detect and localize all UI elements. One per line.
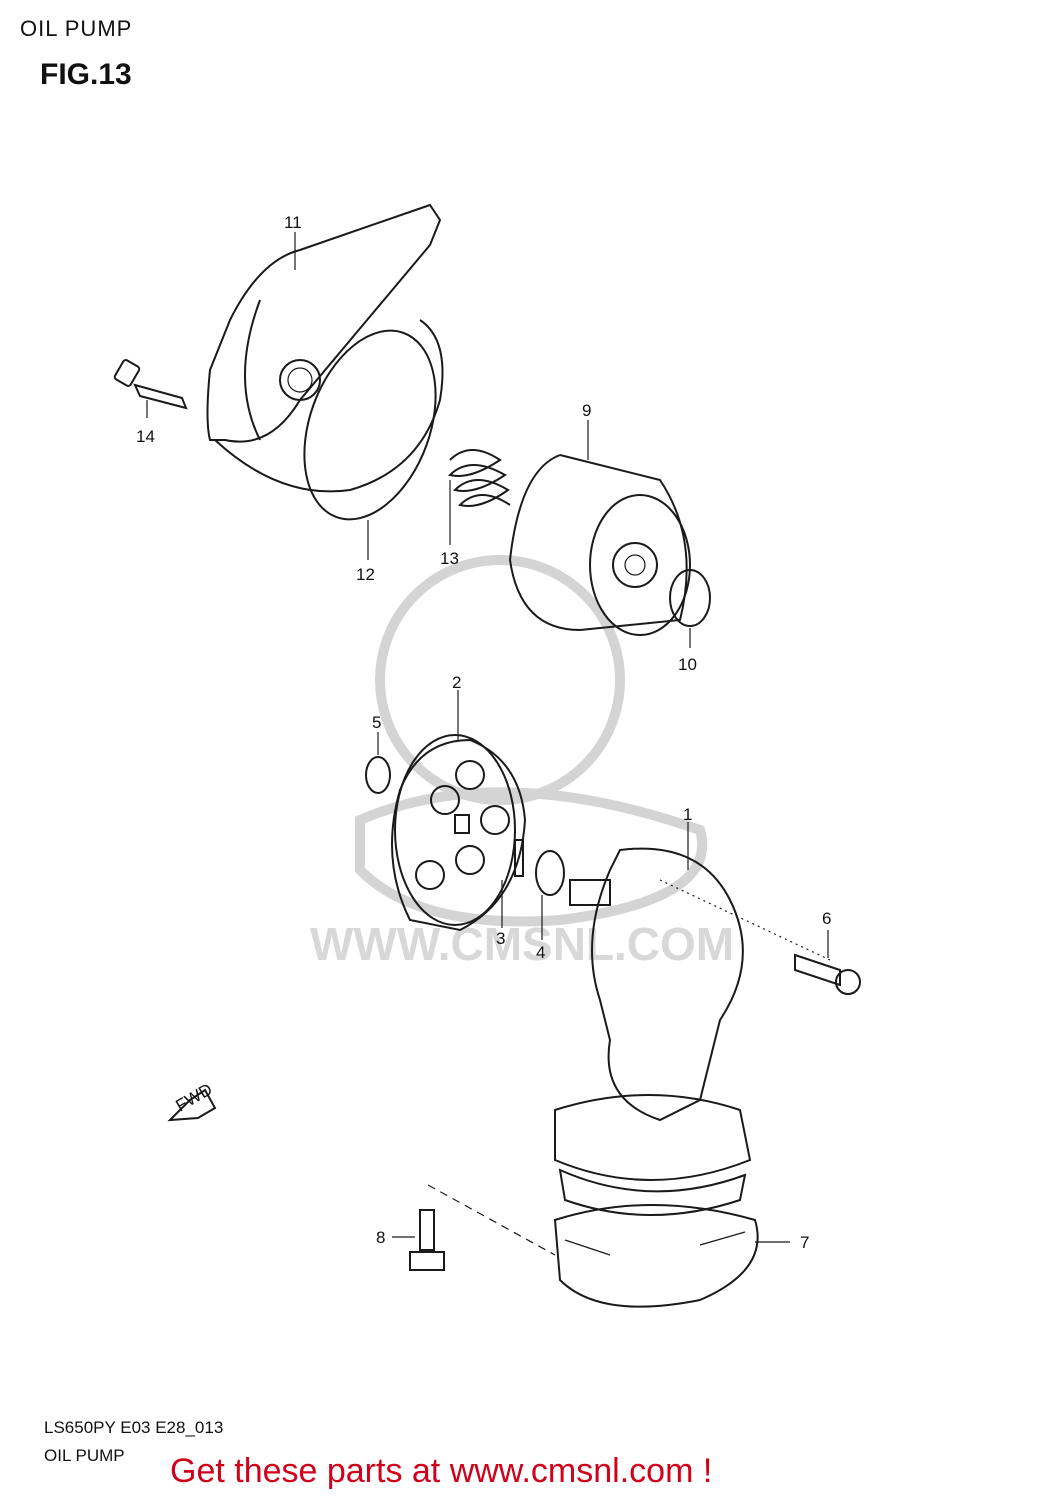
callout-9: 9 xyxy=(582,401,591,420)
part-6-bolt xyxy=(794,953,861,995)
part-9-oil-filter xyxy=(508,454,691,636)
part-14-bolt xyxy=(113,359,188,410)
callout-1: 1 xyxy=(683,805,692,824)
part-11-cover xyxy=(206,203,444,493)
figure-number: FIG.13 xyxy=(40,58,132,91)
callout-11: 11 xyxy=(284,213,302,232)
callout-13: 13 xyxy=(440,549,459,568)
callout-6: 6 xyxy=(822,909,831,928)
leader-lines xyxy=(146,232,831,1256)
callout-3: 3 xyxy=(496,929,505,948)
model-code: LS650PY E03 E28_013 xyxy=(44,1418,224,1437)
callout-5: 5 xyxy=(372,713,381,732)
watermark-text: WWW.CMSNL.COM xyxy=(310,918,734,970)
callout-14: 14 xyxy=(136,427,155,446)
fwd-arrow-icon: FWD xyxy=(167,1080,217,1122)
part-5-circlip xyxy=(365,756,391,794)
callout-8: 8 xyxy=(376,1228,385,1247)
part-7-strainer xyxy=(553,1204,759,1308)
part-13-spring xyxy=(448,449,511,507)
callout-4: 4 xyxy=(536,943,545,962)
callout-numbers: 1 2 3 4 5 6 7 8 9 10 11 12 13 14 xyxy=(136,213,831,1252)
part-2-gear xyxy=(391,734,527,932)
watermark-logo: WWW.CMSNL.COM xyxy=(310,555,734,970)
callout-2: 2 xyxy=(452,673,461,692)
fwd-label: FWD xyxy=(173,1080,216,1116)
part-12-o-ring xyxy=(303,329,437,521)
part-10-o-ring xyxy=(669,569,711,627)
promo-link[interactable]: Get these parts at www.cmsnl.com ! xyxy=(170,1452,713,1490)
part-3-pin xyxy=(514,839,524,877)
footer-subtitle: OIL PUMP xyxy=(44,1446,125,1465)
part-1-oil-pump xyxy=(554,847,752,1216)
part-8-bolt xyxy=(409,1209,445,1271)
callout-10: 10 xyxy=(678,655,697,674)
callout-12: 12 xyxy=(356,565,375,584)
callout-7: 7 xyxy=(800,1233,809,1252)
page-header-title: OIL PUMP xyxy=(20,16,133,41)
part-4-washer xyxy=(535,850,565,896)
